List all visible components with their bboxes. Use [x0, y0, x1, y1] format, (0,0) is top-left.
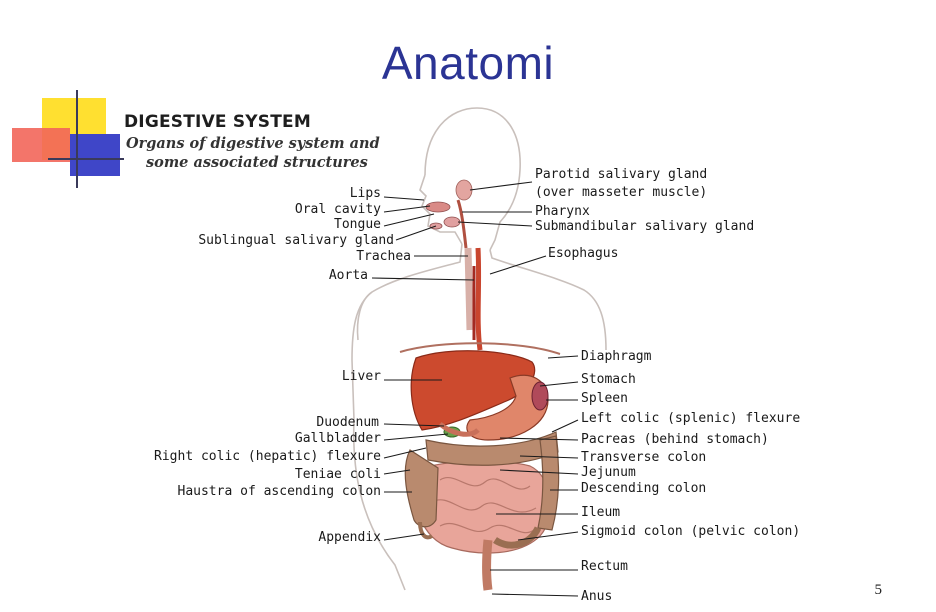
label-submandibular: Submandibular salivary gland	[535, 219, 754, 234]
label-parotid-line2: (over masseter muscle)	[535, 185, 707, 200]
label-pharynx: Pharynx	[535, 204, 590, 219]
label-transverse-colon: Transverse colon	[581, 450, 706, 465]
leader-sublingual	[396, 226, 436, 240]
label-sublingual-gland: Sublingual salivary gland	[198, 233, 394, 248]
label-pancreas: Pacreas (behind stomach)	[581, 432, 769, 447]
leader-appendix	[384, 534, 424, 540]
leader-aorta	[372, 278, 474, 280]
leader-esophagus	[490, 256, 546, 274]
leader-oral-cavity	[384, 206, 430, 212]
label-descending-colon: Descending colon	[581, 481, 706, 496]
leader-anus	[492, 594, 578, 596]
label-diaphragm: Diaphragm	[581, 349, 652, 364]
intestines	[405, 432, 558, 590]
label-tongue: Tongue	[334, 217, 381, 232]
label-spleen: Spleen	[581, 391, 628, 406]
label-ileum: Ileum	[581, 505, 620, 520]
leader-lips	[384, 197, 424, 200]
label-jejunum: Jejunum	[581, 465, 636, 480]
shoulder-line	[358, 292, 372, 340]
leader-diaphragm	[548, 356, 578, 358]
label-left-colic-flexure: Left colic (splenic) flexure	[581, 411, 800, 426]
label-parotid-line1: Parotid salivary gland	[535, 167, 707, 182]
label-aorta: Aorta	[329, 268, 368, 283]
leader-gallbladder	[384, 434, 448, 440]
leader-tongue	[384, 214, 434, 226]
esophagus-shape	[478, 248, 480, 350]
page-number: 5	[875, 582, 883, 599]
upper-organs	[411, 351, 548, 440]
leader-left-colic	[552, 420, 578, 432]
leader-submandibular	[458, 222, 532, 226]
label-liver: Liver	[342, 369, 381, 384]
label-duodenum: Duodenum	[316, 415, 379, 430]
label-anus: Anus	[581, 589, 612, 604]
label-sigmoid-colon: Sigmoid colon (pelvic colon)	[581, 524, 800, 539]
right-labels: Parotid salivary gland (over masseter mu…	[535, 167, 800, 604]
spleen-shape	[532, 382, 548, 410]
esophagus-trachea	[468, 248, 480, 350]
trachea-shape	[468, 248, 470, 330]
label-lips: Lips	[350, 186, 381, 201]
oral-cavity-shape	[426, 202, 450, 212]
rectum-shape	[487, 540, 489, 590]
label-haustra: Haustra of ascending colon	[178, 484, 382, 499]
label-teniae-coli: Teniae coli	[295, 467, 381, 482]
label-rectum: Rectum	[581, 559, 628, 574]
submandibular-gland-shape	[444, 217, 460, 227]
leader-parotid	[470, 182, 532, 190]
label-right-colic-flexure: Right colic (hepatic) flexure	[154, 449, 381, 464]
parotid-gland-shape	[456, 180, 472, 200]
label-gallbladder: Gallbladder	[295, 431, 381, 446]
label-stomach: Stomach	[581, 372, 636, 387]
label-appendix: Appendix	[318, 530, 381, 545]
label-oral-cavity: Oral cavity	[295, 202, 381, 217]
label-esophagus: Esophagus	[548, 246, 618, 261]
left-labels: Lips Oral cavity Tongue Sublingual saliv…	[154, 186, 411, 545]
label-trachea: Trachea	[356, 249, 411, 264]
leader-stomach	[540, 382, 578, 386]
